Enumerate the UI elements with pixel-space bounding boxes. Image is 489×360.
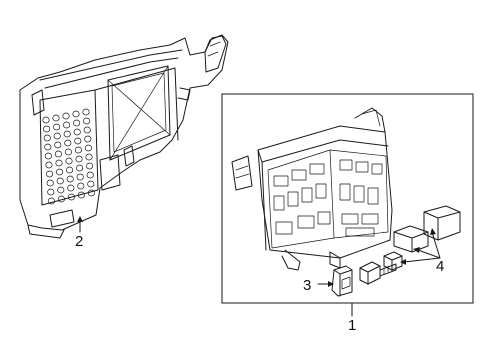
bracket-hole [44, 143, 52, 151]
bracket-hole [85, 153, 93, 161]
bracket-hole [87, 180, 95, 188]
fuse-slot [309, 163, 325, 175]
bracket-hole [67, 184, 75, 192]
bracket-hole [46, 170, 54, 178]
bracket-hole [63, 130, 71, 138]
bracket-hole [56, 177, 64, 185]
bracket-hole [75, 155, 83, 163]
bracket-hole [53, 123, 61, 131]
bracket-hole [54, 150, 62, 158]
bracket-hole [65, 157, 73, 165]
bracket-hole [74, 137, 82, 145]
bracket-hole [76, 173, 84, 181]
bracket-part-2 [19, 34, 229, 239]
callout-4: 4 [400, 228, 444, 275]
bracket-hole [86, 171, 94, 179]
fuse-slot [273, 195, 285, 211]
fuse-slot [353, 185, 365, 203]
bracket-hole [57, 186, 65, 194]
bracket-hole [77, 191, 85, 199]
fuse-slot [339, 159, 353, 171]
fuse-slot [287, 191, 299, 207]
bracket-hole [64, 148, 72, 156]
fuse-slot [367, 187, 379, 205]
fuse-slot [345, 227, 375, 237]
bracket-hole [73, 119, 81, 127]
part-1-frame [221, 93, 474, 304]
bracket-hole [84, 135, 92, 143]
callout-1: 1 [348, 302, 356, 334]
clip-part-3 [331, 265, 353, 297]
bracket-hole [64, 139, 72, 147]
bracket-hole [62, 112, 70, 120]
bracket-hole [82, 108, 90, 116]
bracket-hole [84, 144, 92, 152]
bracket-hole [77, 182, 85, 190]
bracket-hole [74, 146, 82, 154]
bracket-hole [87, 189, 95, 197]
bracket-hole [54, 141, 62, 149]
callout-3: 3 [303, 277, 334, 294]
relay-large [423, 205, 461, 241]
bracket-hole [73, 128, 81, 136]
callout-3-label: 3 [303, 277, 311, 294]
fuse-slot [339, 183, 351, 201]
bracket-hole [45, 161, 53, 169]
bracket-hole [63, 121, 71, 129]
callout-2: 2 [75, 216, 83, 250]
bracket-hole [76, 164, 84, 172]
bracket-hole [42, 116, 50, 124]
bracket-hole [47, 188, 55, 196]
bracket-hole [43, 125, 51, 133]
fuse-slot [315, 183, 327, 199]
callout-1-label: 1 [348, 317, 356, 334]
fuse-slot [361, 213, 379, 225]
bracket-hole-grid [42, 108, 95, 205]
fuse-slot [317, 211, 331, 225]
bracket-hole [44, 152, 52, 160]
fuse-slot [355, 161, 369, 173]
bracket-hole [46, 179, 54, 187]
bracket-hole [83, 117, 91, 125]
fuse-slot-grid [273, 159, 383, 237]
bracket-hole [47, 197, 55, 205]
bracket-hole [57, 195, 65, 203]
fuse-slot [371, 163, 383, 175]
bracket-hole [55, 159, 63, 167]
relay-medium [393, 225, 429, 253]
bracket-hole [53, 132, 61, 140]
bracket-hole [67, 193, 75, 201]
bracket-hole [66, 166, 74, 174]
bracket-hole [83, 126, 91, 134]
callout-4-label: 4 [436, 258, 444, 275]
bracket-hole [56, 168, 64, 176]
bracket-hole [86, 162, 94, 170]
fuse-slot [341, 213, 359, 225]
fuse-slot [297, 215, 315, 229]
callout-2-label: 2 [75, 233, 83, 250]
fuse-slot [291, 169, 307, 181]
bracket-hole [43, 134, 51, 142]
fuse-slot [273, 175, 289, 187]
bracket-hole [72, 110, 80, 118]
fuse-slot [275, 221, 293, 235]
bolt [359, 261, 397, 285]
fuse-slot [301, 187, 313, 203]
fuse-block-part-1 [231, 107, 393, 271]
bracket-hole [52, 114, 60, 122]
bracket-hole [66, 175, 74, 183]
